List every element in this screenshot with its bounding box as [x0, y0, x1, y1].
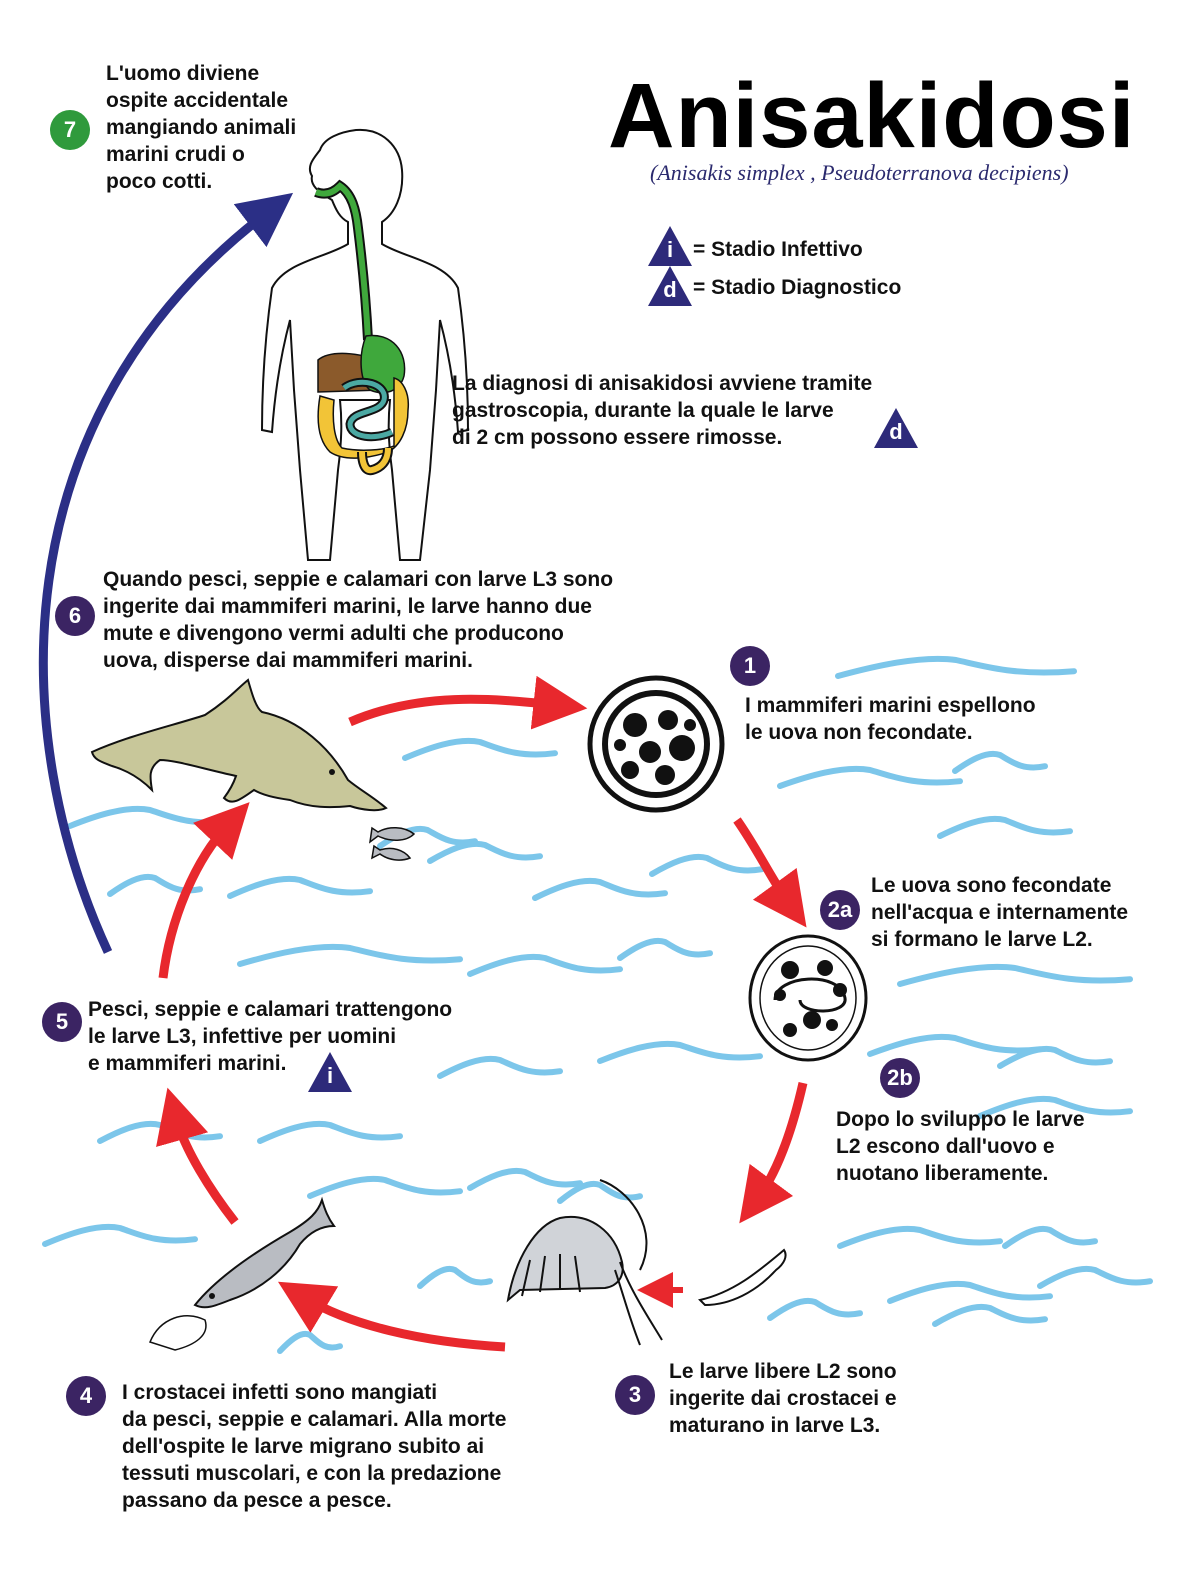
wave-icon	[837, 1225, 1003, 1249]
wave-icon	[42, 1223, 198, 1247]
wave-icon	[649, 853, 765, 877]
larva-icon	[698, 1248, 787, 1307]
arrow-crustacean-to-fish	[277, 1281, 506, 1352]
legend-diagnostic-label: = Stadio Diagnostico	[693, 276, 902, 299]
dolphin-icon	[90, 678, 388, 812]
egg-unfertilized-icon	[587, 675, 725, 813]
page-title: Anisakidosi	[608, 65, 1136, 167]
wave-icon	[532, 877, 668, 901]
wave-icon	[887, 1280, 1053, 1304]
arrow-5-to-6	[158, 802, 250, 979]
crustacean-icon	[506, 1179, 663, 1346]
step-1-badge: 1	[730, 646, 770, 686]
step-3-badge: 3	[615, 1375, 655, 1415]
wave-icon	[427, 840, 543, 864]
wave-icon	[227, 875, 373, 899]
wave-icon	[932, 1303, 1048, 1327]
human-infection-arrow	[38, 192, 294, 954]
fish-icon	[148, 1196, 336, 1351]
wave-icon	[437, 1055, 563, 1079]
wave-icon	[417, 1265, 493, 1289]
wave-icon	[257, 1120, 403, 1144]
step-6-text: Quando pesci, seppie e calamari con larv…	[103, 568, 614, 672]
infective-stage-icon: i	[648, 226, 692, 266]
step-2b-badge: 2b	[880, 1058, 920, 1098]
wave-icon	[1037, 1265, 1153, 1289]
step-2a-badge: 2a	[820, 890, 860, 930]
wave-icon	[237, 943, 463, 967]
step-7-badge: 7	[50, 110, 90, 150]
wave-icon	[597, 1040, 763, 1064]
arrow-egg-to-2a	[733, 817, 807, 928]
diagnosis-text: La diagnosi di anisakidosi avviene trami…	[452, 372, 873, 449]
step-6-badge: 6	[55, 596, 95, 636]
step-5-badge: 5	[42, 1002, 82, 1042]
diagnostic-stage-icon: d	[648, 266, 692, 306]
wave-icon	[952, 750, 1048, 774]
wave-icon	[557, 1180, 643, 1204]
wave-icon	[467, 953, 623, 977]
infective-stage-icon: i	[308, 1052, 352, 1092]
subtitle-species: (Anisakis simplex , Pseudoterranova deci…	[650, 160, 1069, 185]
wave-icon	[867, 1033, 1043, 1057]
step-4-badge: 4	[66, 1376, 106, 1416]
wave-icon	[897, 963, 1133, 987]
wave-icon	[277, 1330, 343, 1354]
wave-icon	[937, 815, 1073, 839]
arrow-4-to-5	[156, 1087, 239, 1225]
wave-icon	[617, 937, 713, 961]
sea-waves	[42, 655, 1153, 1354]
wave-icon	[1002, 1225, 1098, 1249]
wave-icon	[402, 737, 558, 761]
human-body-icon	[260, 128, 470, 561]
small-fish-icon	[369, 826, 416, 861]
egg-embryonated-icon	[748, 934, 868, 1062]
wave-icon	[997, 1045, 1113, 1069]
wave-icon	[307, 1175, 463, 1199]
wave-icon	[67, 805, 233, 829]
diagnostic-stage-icon: d	[874, 408, 918, 448]
wave-icon	[777, 765, 963, 789]
arrow-2b-to-larva	[739, 1081, 808, 1224]
wave-icon	[977, 1095, 1133, 1119]
wave-icon	[767, 1297, 863, 1321]
wave-icon	[97, 1120, 223, 1144]
wave-icon	[835, 655, 1077, 679]
legend-infective-label: = Stadio Infettivo	[693, 238, 863, 261]
wave-icon	[467, 1167, 583, 1191]
arrow-1-to-egg	[348, 675, 588, 730]
